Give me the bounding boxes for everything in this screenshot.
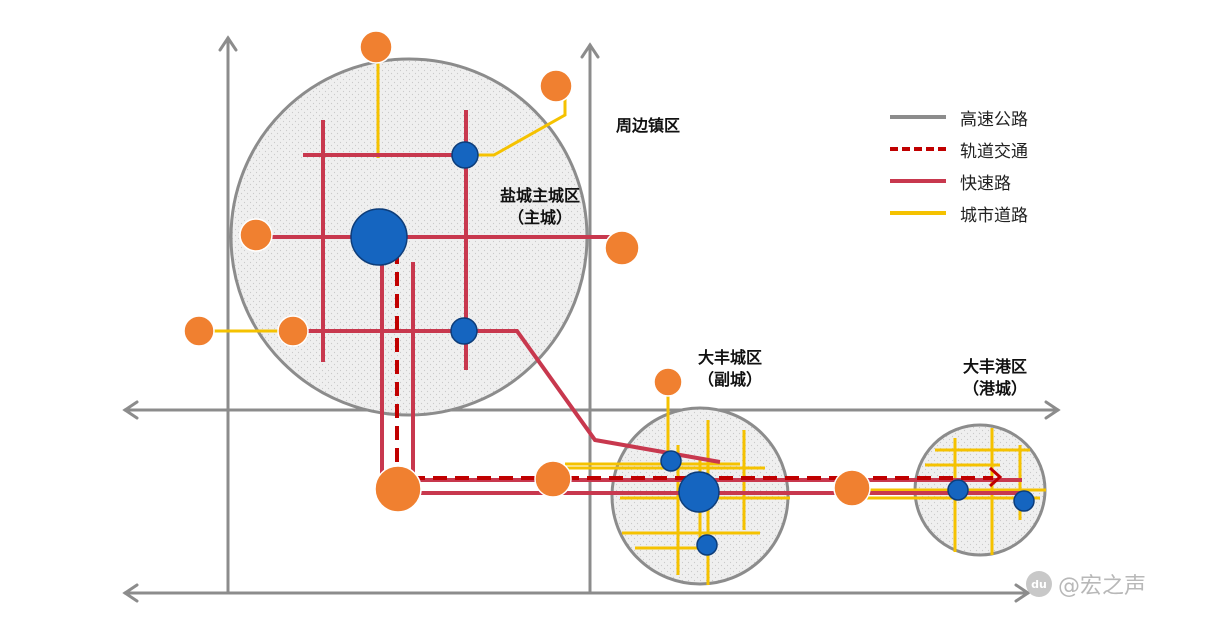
node-north (359, 30, 393, 64)
legend-item-rail: 轨道交通 (890, 133, 1028, 165)
node-main-ne (451, 141, 479, 169)
node-dafeng-north (653, 367, 683, 397)
watermark: du @宏之声 (1026, 568, 1146, 600)
node-south-middle (534, 460, 572, 498)
legend-swatch-urban-road (890, 211, 946, 215)
node-east (604, 230, 640, 266)
legend-swatch-rail (890, 147, 946, 151)
node-interchange (374, 465, 422, 513)
watermark-text: @宏之声 (1058, 574, 1147, 599)
major-nodes (350, 141, 1035, 556)
highway-horizontal-upper-arrow-left (122, 400, 139, 420)
hub-dafeng-city (678, 471, 720, 513)
legend-item-urban-road: 城市道路 (890, 197, 1028, 229)
label-dafeng-city-name: 大丰城区 (697, 348, 762, 367)
legend: 高速公路 轨道交通 快速路 城市道路 (890, 101, 1028, 229)
node-dafeng-south (696, 534, 718, 556)
baidu-paw-icon: du (1026, 571, 1052, 597)
highway-network (122, 35, 1061, 603)
hub-main-city (350, 208, 408, 266)
label-dafeng-city: 大丰城区 （副城） (670, 347, 790, 391)
highway-horizontal-upper-arrow-right (1044, 400, 1061, 420)
highway-horizontal-lower-arrow-right (1014, 583, 1031, 603)
legend-item-highway: 高速公路 (890, 101, 1028, 133)
legend-label-expressway: 快速路 (960, 173, 1011, 194)
label-main-city: 盐城主城区 （主城） (470, 185, 610, 229)
node-far-west (183, 315, 215, 347)
node-dafeng-north-inner (660, 450, 682, 472)
highway-vertical-west-arrow (218, 35, 238, 52)
label-periphery: 周边镇区 (616, 116, 681, 135)
node-between-cities (833, 469, 871, 507)
legend-label-highway: 高速公路 (960, 109, 1028, 130)
node-main-se (450, 317, 478, 345)
label-dafeng-city-sub: （副城） (697, 370, 762, 389)
label-dafeng-port-sub: （港城） (962, 379, 1027, 398)
label-main-city-name: 盐城主城区 (499, 186, 580, 205)
label-dafeng-port-name: 大丰港区 (962, 357, 1027, 376)
node-northeast (539, 69, 573, 103)
node-port-west (947, 479, 969, 501)
legend-label-rail: 轨道交通 (960, 141, 1028, 162)
legend-swatch-expressway (890, 179, 946, 183)
node-port-east (1013, 490, 1035, 512)
highway-vertical-central-arrow (580, 42, 600, 59)
label-main-city-sub: （主城） (507, 208, 572, 227)
legend-swatch-highway (890, 115, 946, 119)
legend-label-urban-road: 城市道路 (960, 205, 1028, 226)
highway-horizontal-lower-arrow-left (122, 583, 139, 603)
node-west (239, 218, 273, 252)
minor-nodes (183, 30, 871, 513)
legend-item-expressway: 快速路 (890, 165, 1028, 197)
rail-transit-arrow (988, 466, 1003, 488)
node-southwest-inner (277, 315, 309, 347)
label-dafeng-port: 大丰港区 （港城） (935, 356, 1055, 400)
